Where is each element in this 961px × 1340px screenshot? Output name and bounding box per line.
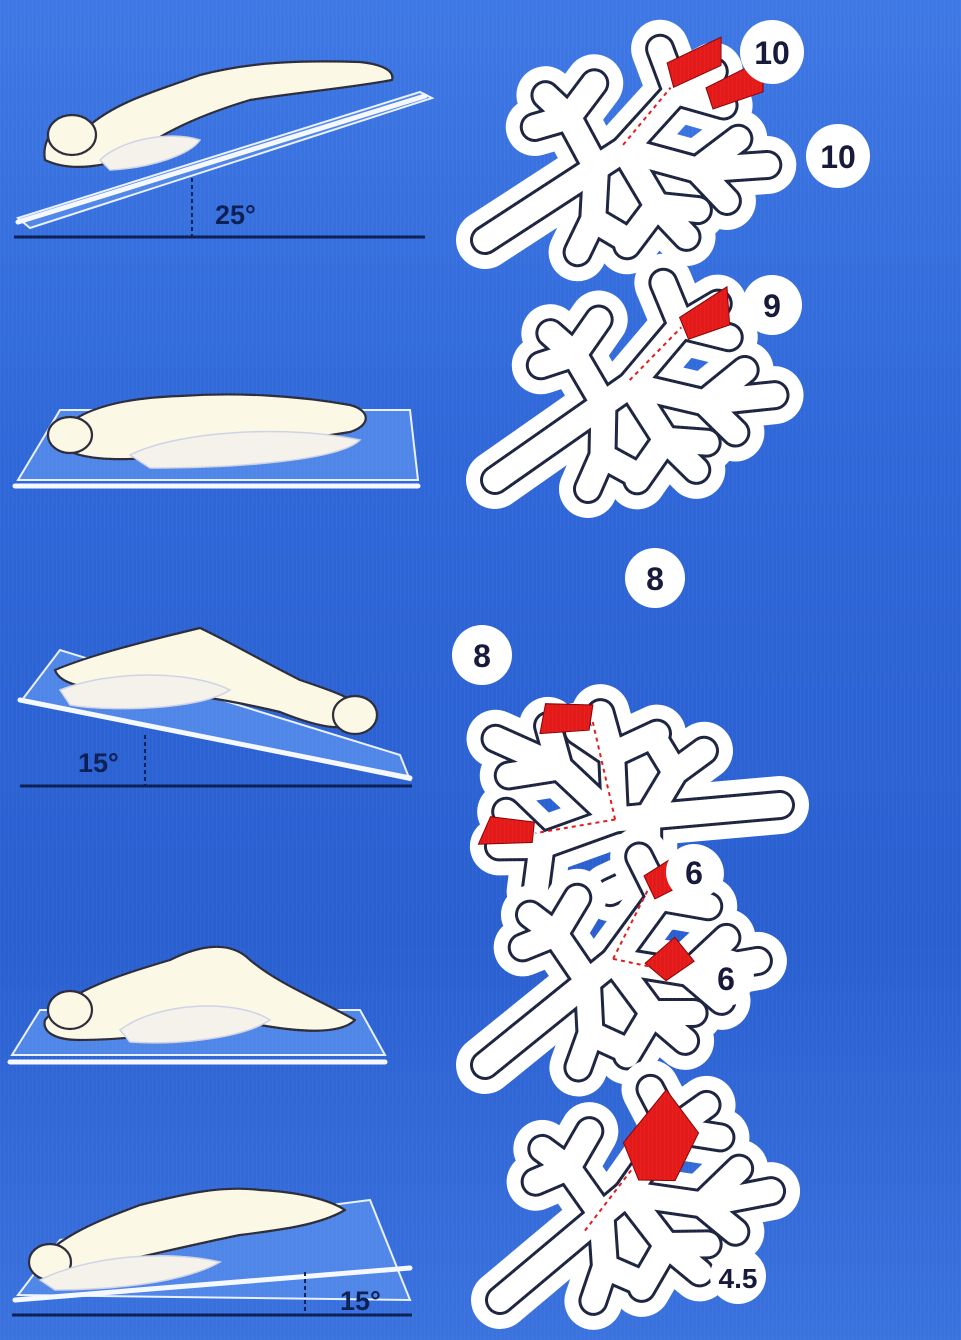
badge-number: 6 (685, 855, 703, 891)
angle-label-1: 25° (215, 200, 256, 230)
badge-4b: 6 (698, 950, 754, 1006)
badge-3a: 8 (625, 548, 685, 608)
badge-3b: 8 (452, 625, 512, 685)
row-4: 6 6 (10, 835, 772, 1090)
badge-1a: 10 (740, 20, 804, 84)
row-5: 15° 4.5 (12, 1066, 787, 1325)
row-2: 9 (15, 267, 802, 504)
patient-figure-4 (10, 947, 385, 1062)
angle-label-5: 15° (340, 1286, 381, 1316)
patient-figure-2 (15, 394, 418, 486)
badge-1b: 10 (806, 124, 870, 188)
badge-number: 9 (763, 288, 781, 324)
angle-label-3: 15° (78, 748, 119, 778)
badge-number: 6 (717, 961, 735, 997)
bronchial-tree-2 (466, 267, 785, 504)
badge-number: 4.5 (719, 1263, 758, 1294)
badge-5a: 4.5 (710, 1248, 766, 1304)
badge-number: 10 (820, 139, 856, 175)
badge-number: 8 (646, 561, 664, 597)
badge-number: 10 (754, 35, 790, 71)
row-1: 25° 10 10 (14, 20, 870, 265)
bronchial-tree-1 (462, 32, 786, 265)
badge-2a: 9 (742, 275, 802, 335)
badge-number: 8 (473, 638, 491, 674)
badge-4a: 6 (666, 844, 722, 900)
